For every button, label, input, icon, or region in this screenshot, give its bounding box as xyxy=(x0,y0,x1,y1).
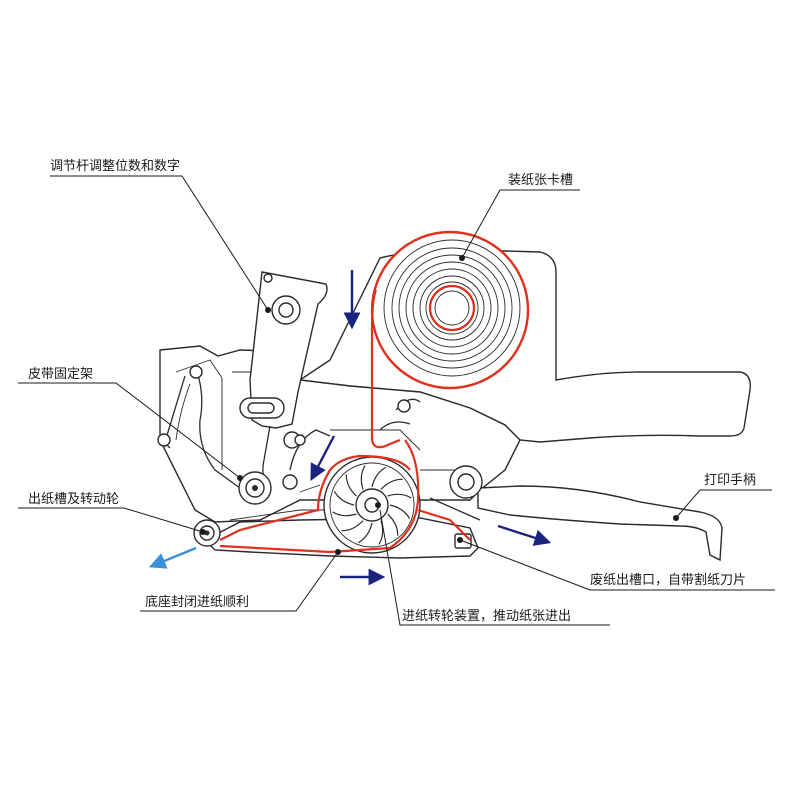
dot-icon xyxy=(375,502,381,508)
dot-icon xyxy=(237,475,243,481)
label-adjust-lever: 调节杆调整位数和数字 xyxy=(50,159,180,174)
dot-icon xyxy=(265,307,271,313)
label-paper-slot: 装纸张卡槽 xyxy=(508,173,573,188)
label-belt-holder: 皮带固定架 xyxy=(28,367,93,382)
dot-icon xyxy=(459,255,465,261)
label-exit-slot: 出纸槽及转动轮 xyxy=(28,492,119,507)
wheel-spoke xyxy=(341,520,364,532)
label-waste-outlet: 废纸出槽口，自带割纸刀片 xyxy=(590,572,746,588)
wheel-spoke xyxy=(333,491,355,506)
wheel-spoke xyxy=(389,504,411,519)
callout-labels: 调节杆调整位数和数字 装纸张卡槽 皮带固定架 出纸槽及转动轮 打印手柄 废纸出槽… xyxy=(28,159,756,624)
dot-icon xyxy=(335,549,341,555)
belt-roller xyxy=(238,471,272,505)
paper-path xyxy=(219,289,471,554)
arrow-icon xyxy=(497,524,552,546)
wheel-spoke xyxy=(378,520,384,545)
wheel-spoke xyxy=(380,478,403,490)
flow-arrows xyxy=(148,270,552,586)
feed-wheel xyxy=(323,456,421,554)
wheel-spoke xyxy=(332,511,357,517)
dot-icon xyxy=(457,537,463,543)
label-base: 底座封闭进纸顺利 xyxy=(145,594,249,610)
dot-icon xyxy=(673,515,679,521)
exit-roller xyxy=(193,519,221,547)
belt-holder-arm xyxy=(195,367,241,489)
dot-icon xyxy=(200,529,206,535)
leader-lines xyxy=(18,175,775,626)
print-handle xyxy=(477,485,723,562)
label-handle: 打印手柄 xyxy=(704,473,756,488)
paper-roll xyxy=(370,230,530,390)
wheel-spoke xyxy=(360,465,366,490)
wheel-spoke xyxy=(345,474,357,497)
arrow-icon xyxy=(148,546,197,569)
wheel-spoke xyxy=(371,466,386,488)
arrow-icon xyxy=(310,435,336,481)
wheel-spoke xyxy=(387,513,399,536)
label-feed-wheel: 进纸转轮装置，推动纸张进出 xyxy=(402,609,571,624)
wheel-spoke xyxy=(387,493,412,499)
wheel-spoke xyxy=(358,522,373,544)
